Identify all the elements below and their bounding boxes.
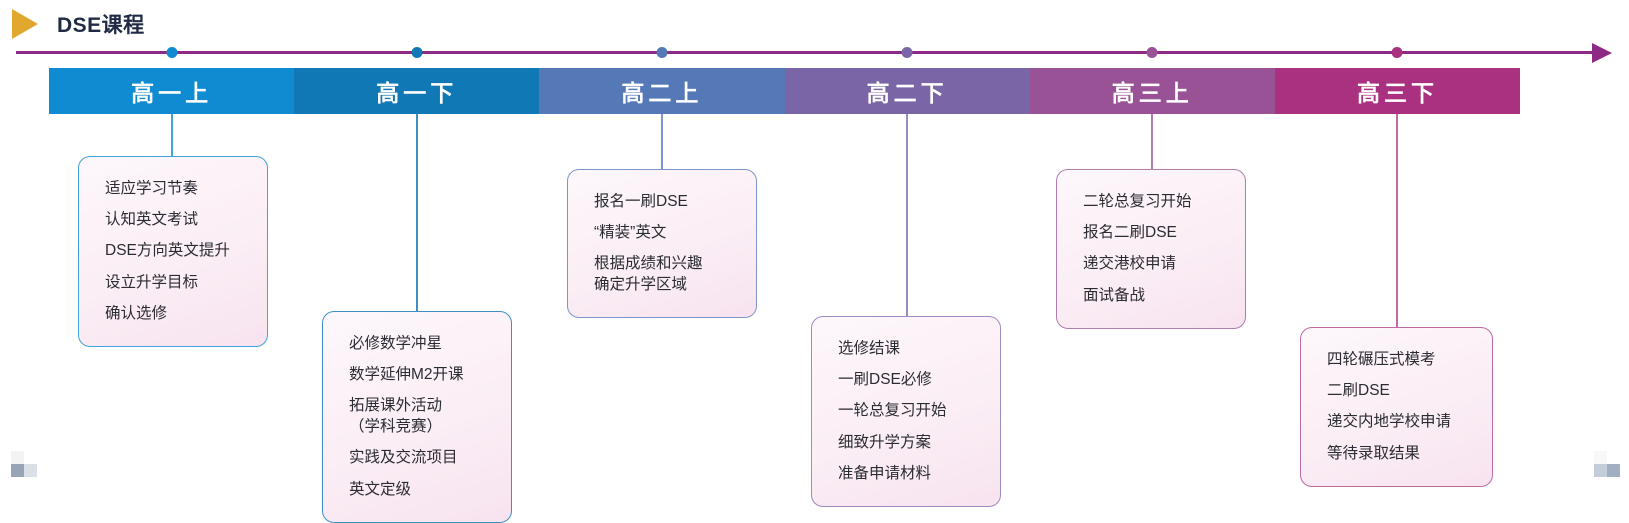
timeline-segment-4[interactable]: 高二下 xyxy=(784,68,1030,114)
card-connector-line xyxy=(906,114,909,316)
timeline-segment-label: 高一上 xyxy=(131,80,213,106)
play-triangle-icon xyxy=(12,9,38,39)
milestone-item: 一刷DSE必修 xyxy=(838,370,932,388)
card-connector-line xyxy=(660,114,663,169)
milestone-item: 递交内地学校申请 xyxy=(1327,413,1452,431)
deco-square-bottom-left-c xyxy=(24,464,37,477)
milestone-card-2[interactable]: 必修数学冲星数学延伸M2开课拓展课外活动 （学科竞赛） 实践及交流项目英文定级 xyxy=(322,311,512,523)
milestone-card-1[interactable]: 适应学习节奏认知英文考试 DSE方向英文提升设立升学目标确认选修 xyxy=(78,156,268,348)
milestone-card-4[interactable]: 选修结课一刷DSE必修一轮总复习开始细致升学方案准备申请材料 xyxy=(811,316,1001,508)
timeline-dot xyxy=(411,47,423,58)
milestone-item: 等待录取结果 xyxy=(1327,444,1421,462)
card-connector-line xyxy=(170,114,173,156)
milestone-item: 确认选修 xyxy=(105,305,168,323)
milestone-item: 报名一刷DSE xyxy=(594,192,688,210)
timeline-segment-label: 高三上 xyxy=(1111,80,1193,106)
milestone-item: 认知英文考试 xyxy=(105,210,199,228)
milestone-item: 细致升学方案 xyxy=(838,433,932,451)
card-connector-line xyxy=(415,114,418,311)
deco-square-bottom-right-b xyxy=(1594,464,1607,477)
timeline-segment-label: 高二上 xyxy=(621,80,703,106)
milestone-card-6[interactable]: 四轮碾压式模考二刷DSE 递交内地学校申请等待录取结果 xyxy=(1300,327,1493,487)
milestone-item: 选修结课 xyxy=(838,339,901,357)
timeline-segment-label: 高三下 xyxy=(1356,80,1438,106)
timeline-segment-5[interactable]: 高三上 xyxy=(1029,68,1275,114)
milestone-item: 数学延伸M2开课 xyxy=(349,365,464,383)
timeline-dot xyxy=(166,47,178,58)
page-header: DSE课程 xyxy=(0,6,145,42)
timeline-band: 高一上 高一下 高二上 高二下 高三上 高三下 xyxy=(49,68,1521,114)
milestone-item: 适应学习节奏 xyxy=(105,179,199,197)
timeline-segment-6[interactable]: 高三下 xyxy=(1274,68,1521,114)
milestone-card-3[interactable]: 报名一刷DSE “精装”英文根据成绩和兴趣 确定升学区域 xyxy=(567,169,757,318)
milestone-item: 递交港校申请 xyxy=(1083,255,1177,273)
milestone-item: 四轮碾压式模考 xyxy=(1327,350,1436,368)
milestone-item: 拓展课外活动 （学科竞赛） xyxy=(349,397,443,435)
arrow-right-icon xyxy=(1592,43,1612,63)
milestone-item: 二轮总复习开始 xyxy=(1083,192,1192,210)
timeline-axis-line xyxy=(16,51,1594,54)
milestone-item: 一轮总复习开始 xyxy=(838,402,947,420)
milestone-item: 英文定级 xyxy=(349,480,412,498)
timeline-dot xyxy=(656,47,668,58)
timeline-segment-label: 高二下 xyxy=(866,80,948,106)
milestone-card-5[interactable]: 二轮总复习开始报名二刷DSE 递交港校申请面试备战 xyxy=(1056,169,1246,329)
milestone-item: 报名二刷DSE xyxy=(1083,223,1177,241)
timeline-segment-label: 高一下 xyxy=(376,80,458,106)
milestone-item: 准备申请材料 xyxy=(838,465,932,483)
deco-square-bottom-right-a xyxy=(1594,451,1607,464)
card-connector-line xyxy=(1396,114,1399,327)
card-connector-line xyxy=(1151,114,1154,169)
page-title: DSE课程 xyxy=(57,14,145,37)
timeline-segment-2[interactable]: 高一下 xyxy=(294,68,540,114)
timeline-segment-3[interactable]: 高二上 xyxy=(539,68,785,114)
deco-square-bottom-right-c xyxy=(1607,464,1620,477)
timeline-dot xyxy=(1391,47,1403,58)
deco-square-bottom-left-a xyxy=(11,451,24,464)
timeline-segment-1[interactable]: 高一上 xyxy=(49,68,295,114)
milestone-item: 面试备战 xyxy=(1083,286,1146,304)
milestone-item: 设立升学目标 xyxy=(105,273,199,291)
milestone-item: 二刷DSE xyxy=(1327,381,1390,399)
timeline-dot xyxy=(901,47,913,58)
milestone-item: “精装”英文 xyxy=(594,223,667,241)
deco-square-bottom-left-b xyxy=(11,464,24,477)
milestone-item: 必修数学冲星 xyxy=(349,334,443,352)
milestone-item: 实践及交流项目 xyxy=(349,449,458,467)
milestone-item: 根据成绩和兴趣 确定升学区域 xyxy=(594,255,703,293)
timeline-dot xyxy=(1146,47,1158,58)
milestone-item: DSE方向英文提升 xyxy=(105,242,230,260)
